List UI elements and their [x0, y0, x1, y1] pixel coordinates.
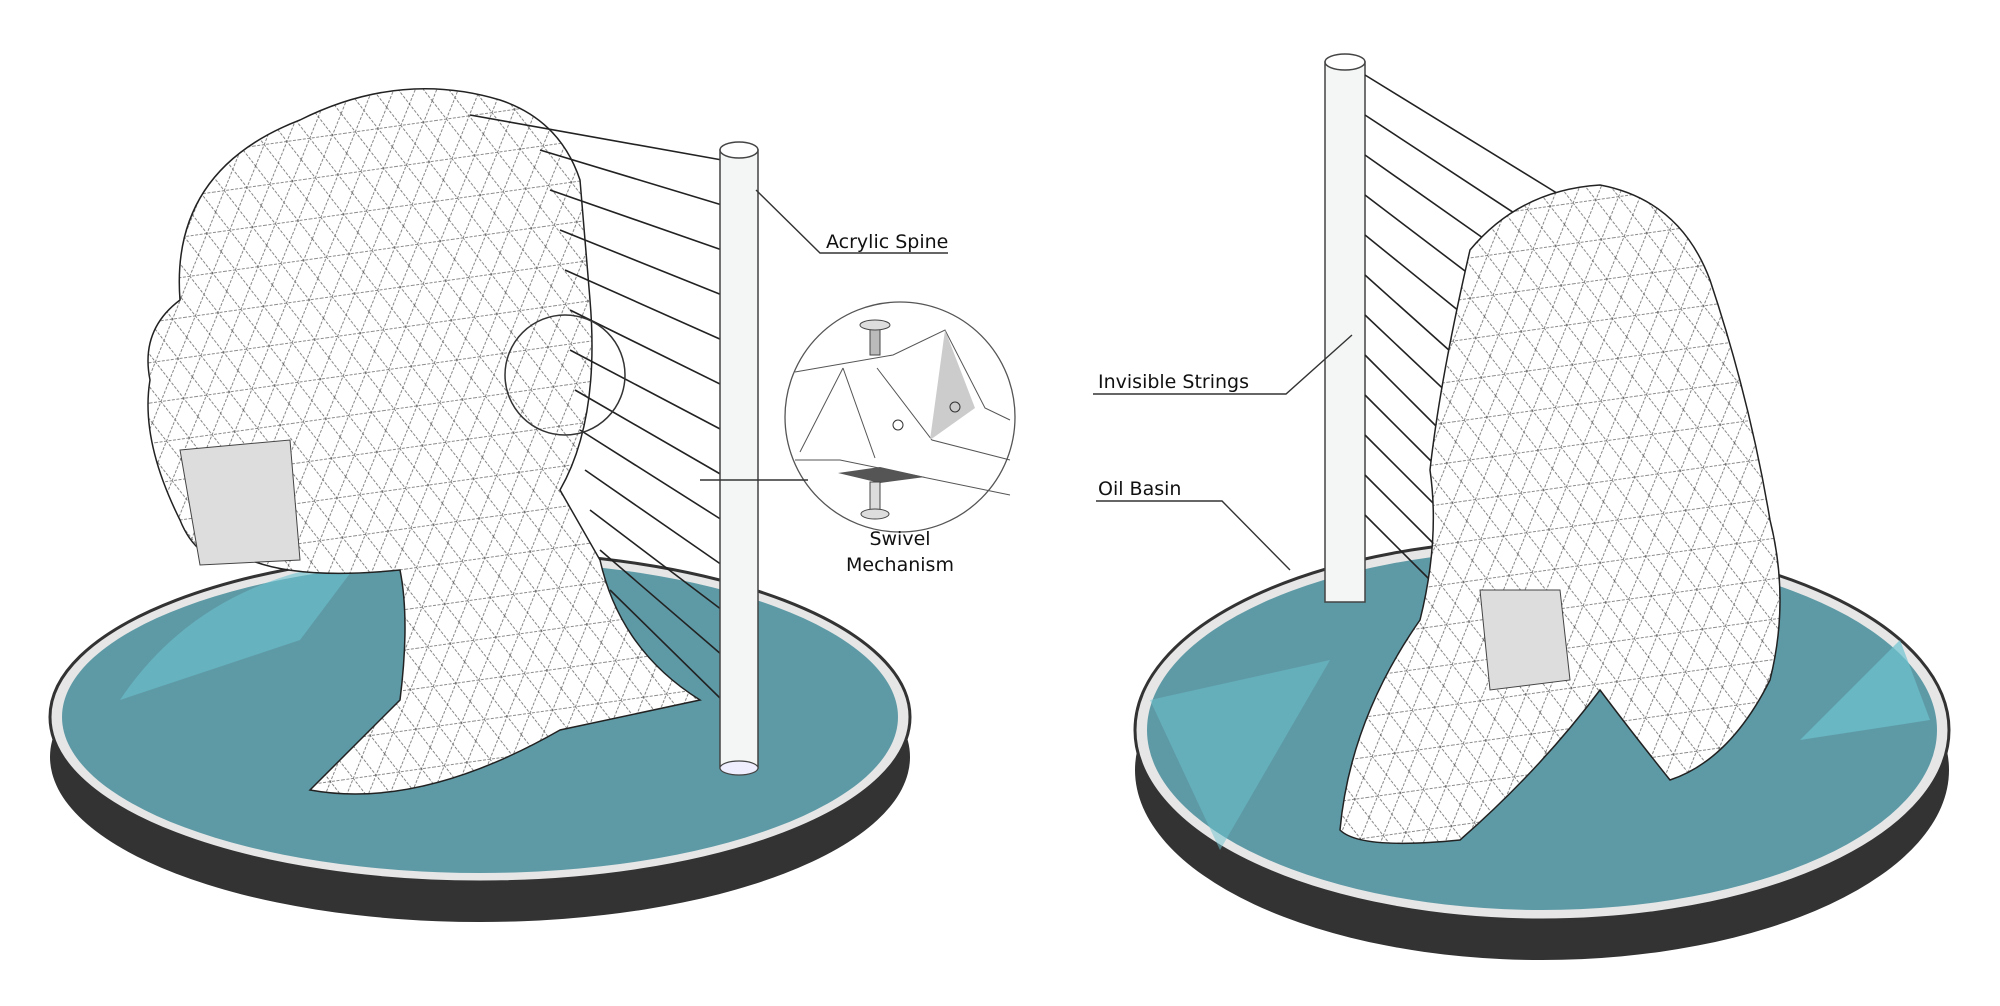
- acrylic-spine-leader-line: [755, 189, 948, 254]
- oil-basin-leader-line: [1096, 500, 1291, 571]
- swivel-label-line1: Swivel: [869, 528, 930, 550]
- invisible-strings-leader-line: [1093, 334, 1353, 395]
- oil-basin-label: Oil Basin: [1098, 478, 1181, 500]
- acrylic-spine-label: Acrylic Spine: [826, 231, 948, 253]
- swivel-label-line2: Mechanism: [846, 554, 954, 576]
- left-acrylic-spine: [719, 141, 759, 776]
- swivel-detail-inset: [784, 301, 1016, 533]
- left-head-sculpture: [147, 88, 702, 795]
- right-head-sculpture: [1339, 184, 1781, 845]
- invisible-strings-label: Invisible Strings: [1098, 371, 1249, 393]
- right-strings: [1364, 74, 1561, 581]
- right-acrylic-spine: [1324, 53, 1366, 603]
- detail-callout-circle: [504, 314, 626, 436]
